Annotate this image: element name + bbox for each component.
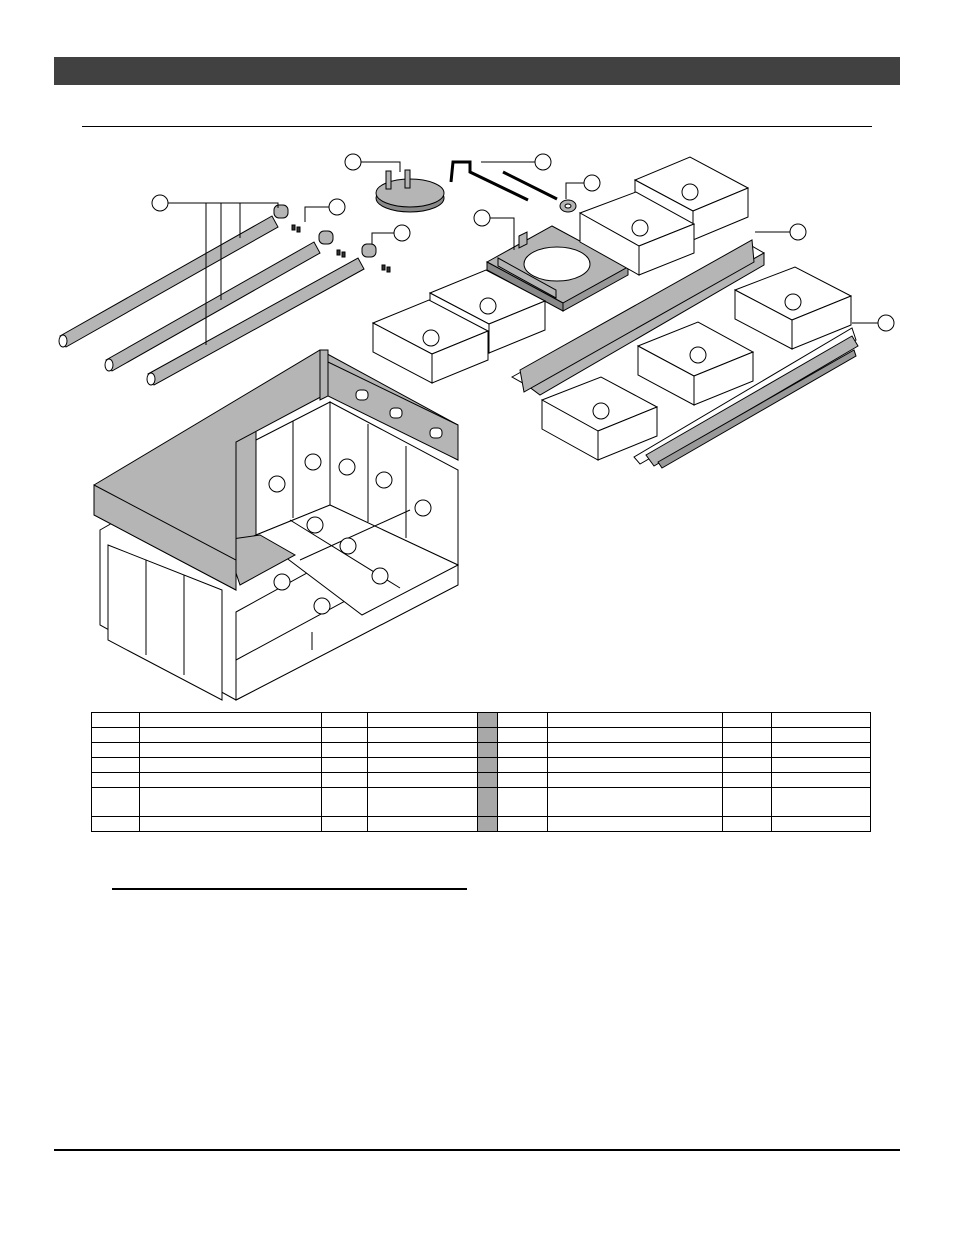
callout-circle bbox=[473, 209, 491, 227]
firebrick-f bbox=[636, 321, 755, 406]
callout-circle bbox=[784, 293, 802, 311]
callout-circle bbox=[304, 453, 322, 471]
callout-circle bbox=[422, 329, 440, 347]
callout-circle bbox=[534, 153, 552, 171]
table-row bbox=[91, 757, 871, 773]
callout-circle bbox=[583, 174, 601, 192]
callout-circle bbox=[479, 297, 497, 315]
firebox-assembly bbox=[93, 349, 460, 701]
callout-circle bbox=[592, 402, 610, 420]
callout-circle bbox=[371, 567, 389, 585]
title-underline bbox=[82, 126, 872, 127]
table-row bbox=[91, 787, 871, 817]
callout-circle bbox=[268, 475, 286, 493]
callout-circle bbox=[414, 499, 432, 517]
tube-cap-2 bbox=[318, 230, 334, 245]
tube-cap-3 bbox=[361, 243, 377, 258]
callout-circle bbox=[344, 153, 362, 171]
header-bar bbox=[54, 57, 900, 85]
table-row bbox=[91, 816, 871, 832]
callout-circle bbox=[631, 219, 649, 237]
callout-circle bbox=[339, 537, 357, 555]
firebrick-b bbox=[578, 191, 696, 276]
callout-circle bbox=[393, 224, 411, 242]
callout-circle bbox=[151, 194, 169, 212]
callout-circle bbox=[375, 471, 393, 489]
callout-circle bbox=[689, 346, 707, 364]
callout-circle bbox=[789, 223, 807, 241]
callout-circle bbox=[338, 458, 356, 476]
exploded-parts-diagram bbox=[58, 153, 895, 701]
table-row bbox=[91, 727, 871, 743]
callout-circle bbox=[313, 597, 331, 615]
tube-assembly bbox=[58, 204, 391, 386]
table-row bbox=[91, 772, 871, 788]
table-row bbox=[91, 712, 871, 728]
table-row bbox=[91, 742, 871, 758]
callout-circle bbox=[328, 198, 346, 216]
callout-circle bbox=[273, 573, 291, 591]
firebrick-d bbox=[371, 299, 490, 384]
footer-rule bbox=[54, 1149, 900, 1151]
section-heading-underline bbox=[112, 888, 467, 890]
callout-circle bbox=[877, 314, 895, 332]
callout-circle bbox=[681, 183, 699, 201]
firebrick-group bbox=[371, 156, 853, 461]
parts-list-table bbox=[91, 712, 871, 832]
tube-cap-1 bbox=[273, 204, 289, 219]
callout-circle bbox=[306, 516, 324, 534]
